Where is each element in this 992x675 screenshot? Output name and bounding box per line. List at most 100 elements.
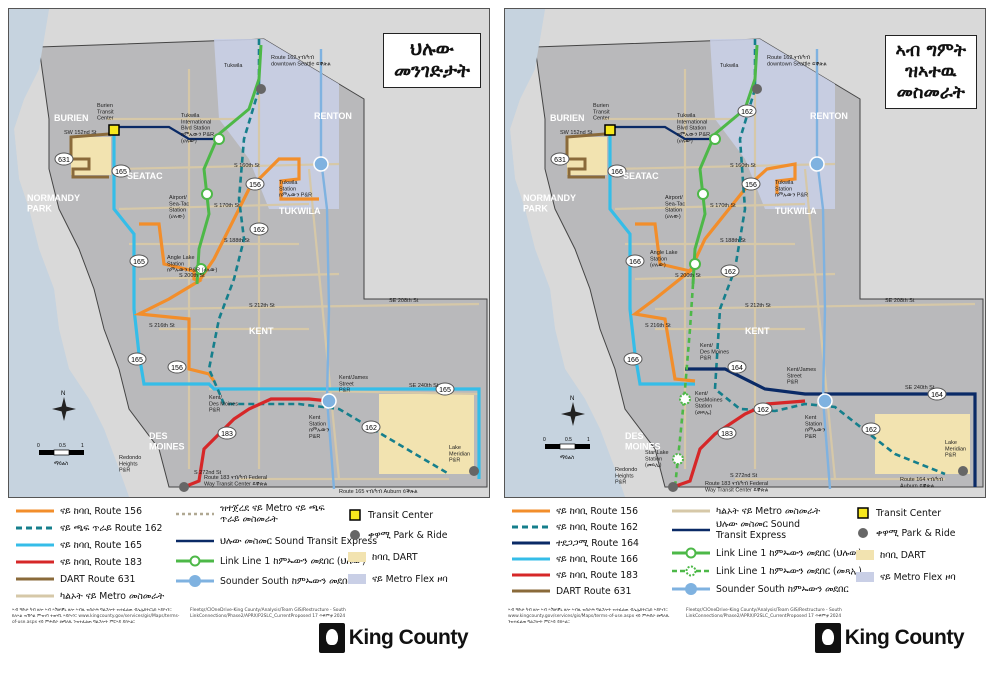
scale-bar: 0 0.5 1 ማይልስ — [37, 443, 84, 467]
legend-item-dart: ከባቢ DART — [348, 550, 418, 564]
map-title-current: ህሉው መንገድታት — [382, 33, 481, 88]
shield-165-a: 165 — [115, 169, 127, 176]
shield-183: 183 — [721, 431, 733, 438]
link-line-current — [691, 44, 759, 285]
legend-label: ናይ ከባቢ Route 165 — [60, 539, 143, 551]
route-631-line — [69, 132, 110, 179]
city-kent: KENT — [745, 326, 770, 336]
station-markers — [179, 84, 479, 492]
arterial-roads — [603, 69, 976, 481]
proposed-routes-panel: 166 631 156 162 162 166 166 164 164 162 — [504, 8, 986, 668]
shield-162-b: 162 — [724, 269, 736, 276]
legend-item-r166: ናይ ከባቢ Route 166 — [512, 552, 638, 566]
legend-label: ናይ Metro Flex ዞባ — [372, 573, 448, 585]
logo-text: King County — [348, 626, 469, 649]
legend-label: ዝተጀረደ ናይ Metro ናይ ጫፍ ጥራይ መስመራት — [220, 503, 325, 525]
link-line-current — [195, 44, 263, 285]
street-s272: S 272nd St — [730, 473, 758, 479]
king-county-logo-mark — [814, 623, 841, 653]
legend-item-transit-center: Transit Center — [348, 508, 433, 522]
legend-label: ናይ ከባቢ Route 183 — [556, 569, 639, 581]
city-seatac: SEATAC — [623, 171, 659, 181]
legend-item-st-express: ህሉው መስመር Sound Transit Express — [672, 518, 832, 542]
legend-label: DART Route 631 — [60, 573, 136, 585]
shield-156-a: 156 — [249, 182, 261, 189]
legend-item-park-ride: ቀዋሚ Park & Ride — [856, 526, 955, 540]
route-165-line — [112, 134, 481, 479]
shield-162-d: 162 — [865, 427, 877, 434]
legend-item-r631: DART Route 631 — [512, 584, 631, 598]
legend-label: ህሉው መስመር Sound Transit Express — [220, 535, 378, 547]
legend-item-sounder: Sounder South ከምኡውን መደበር — [672, 582, 849, 596]
legend-label: Transit Center — [876, 507, 942, 519]
legend-label: ናይ ከባቢ Route 156 — [556, 505, 639, 517]
city-kent: KENT — [249, 326, 274, 336]
king-county-logo: King County — [318, 623, 469, 653]
legend-item-r156: ናይ ከባቢ Route 156 — [16, 504, 142, 518]
shield-165-c: 165 — [131, 357, 143, 364]
north-arrow: N — [561, 396, 585, 426]
station-markers — [668, 84, 968, 492]
legend-item-r156: ናይ ከባቢ Route 156 — [512, 504, 638, 518]
street-s160: S 160th St — [234, 163, 260, 169]
service-area — [534, 38, 984, 488]
legend-item-r183: ናይ ከባቢ Route 183 — [16, 555, 142, 569]
label-tukwila-station: Tukwila — [224, 63, 243, 69]
street-s188: S 188th St — [720, 238, 746, 244]
route-156-line — [631, 162, 797, 383]
legend-item-r183: ናይ ከባቢ Route 183 — [512, 568, 638, 582]
king-county-logo: King County — [814, 623, 965, 653]
label-route-165-auburn: Route 165 ናብ/ካብ Auburn ይቕጽል — [339, 489, 418, 495]
st-express-line — [114, 125, 219, 141]
legend-label: ካልኦት ናይ Metro መስመራት — [716, 505, 821, 517]
legend-label: Sounder South ከምኡውን መደበር — [220, 575, 353, 587]
legend-label: ናይ ከባቢ Route 166 — [556, 553, 639, 565]
route-156-line — [133, 157, 319, 382]
transit-center-marker — [108, 124, 120, 136]
legend-label: ከባቢ DART — [880, 549, 926, 561]
current-routes-panel: 165 631 156 162 165 156 165 183 162 165 — [8, 8, 490, 668]
scale-0: 0 — [543, 437, 546, 443]
arterial-roads — [107, 69, 480, 481]
legend-item-st-express: ህሉው መስመር Sound Transit Express — [176, 534, 377, 548]
shield-631: 631 — [554, 157, 566, 164]
shield-162-a: 162 — [253, 227, 265, 234]
shield-164-a: 164 — [731, 365, 743, 372]
street-s272: S 272nd St — [194, 470, 222, 476]
puget-sound — [9, 9, 129, 497]
legend-item-link: Link Line 1 ከምኡውን መደበር (ህሉው) — [176, 554, 366, 568]
legend-item-r631: DART Route 631 — [16, 572, 135, 586]
logo-text: King County — [844, 626, 965, 649]
shield-166-c: 166 — [627, 357, 639, 364]
footnote-disclaimer: ኣብ ዓድታ ካብ ዘሎ ኣብ ኣሽቻቓኑ ዘሎ ኣብዚ ዝስራሕ ግልጋሎት … — [12, 608, 180, 625]
street-s188: S 188th St — [224, 238, 250, 244]
north-label: N — [570, 396, 574, 402]
legend-label: Sounder South ከምኡውን መደበር — [716, 583, 849, 595]
legend-label: Link Line 1 ከምኡውን መደበር (ህሉው) — [716, 547, 862, 559]
street-s152: SW 152nd St — [64, 130, 97, 136]
proposed-routes-map: 166 631 156 162 162 166 166 164 164 162 — [504, 8, 986, 498]
legend-proposed: ናይ ከባቢ Route 156 ናይ ከባቢ Route 162 ተደጋጋሚ … — [508, 500, 982, 606]
legend-item-link-current: Link Line 1 ከምኡውን መደበር (ህሉው) — [672, 546, 862, 560]
legend-label: DART Route 631 — [556, 585, 632, 597]
scale-1: 1 — [81, 443, 84, 449]
north-arrow: N — [52, 391, 76, 421]
st-express-line — [610, 125, 715, 141]
